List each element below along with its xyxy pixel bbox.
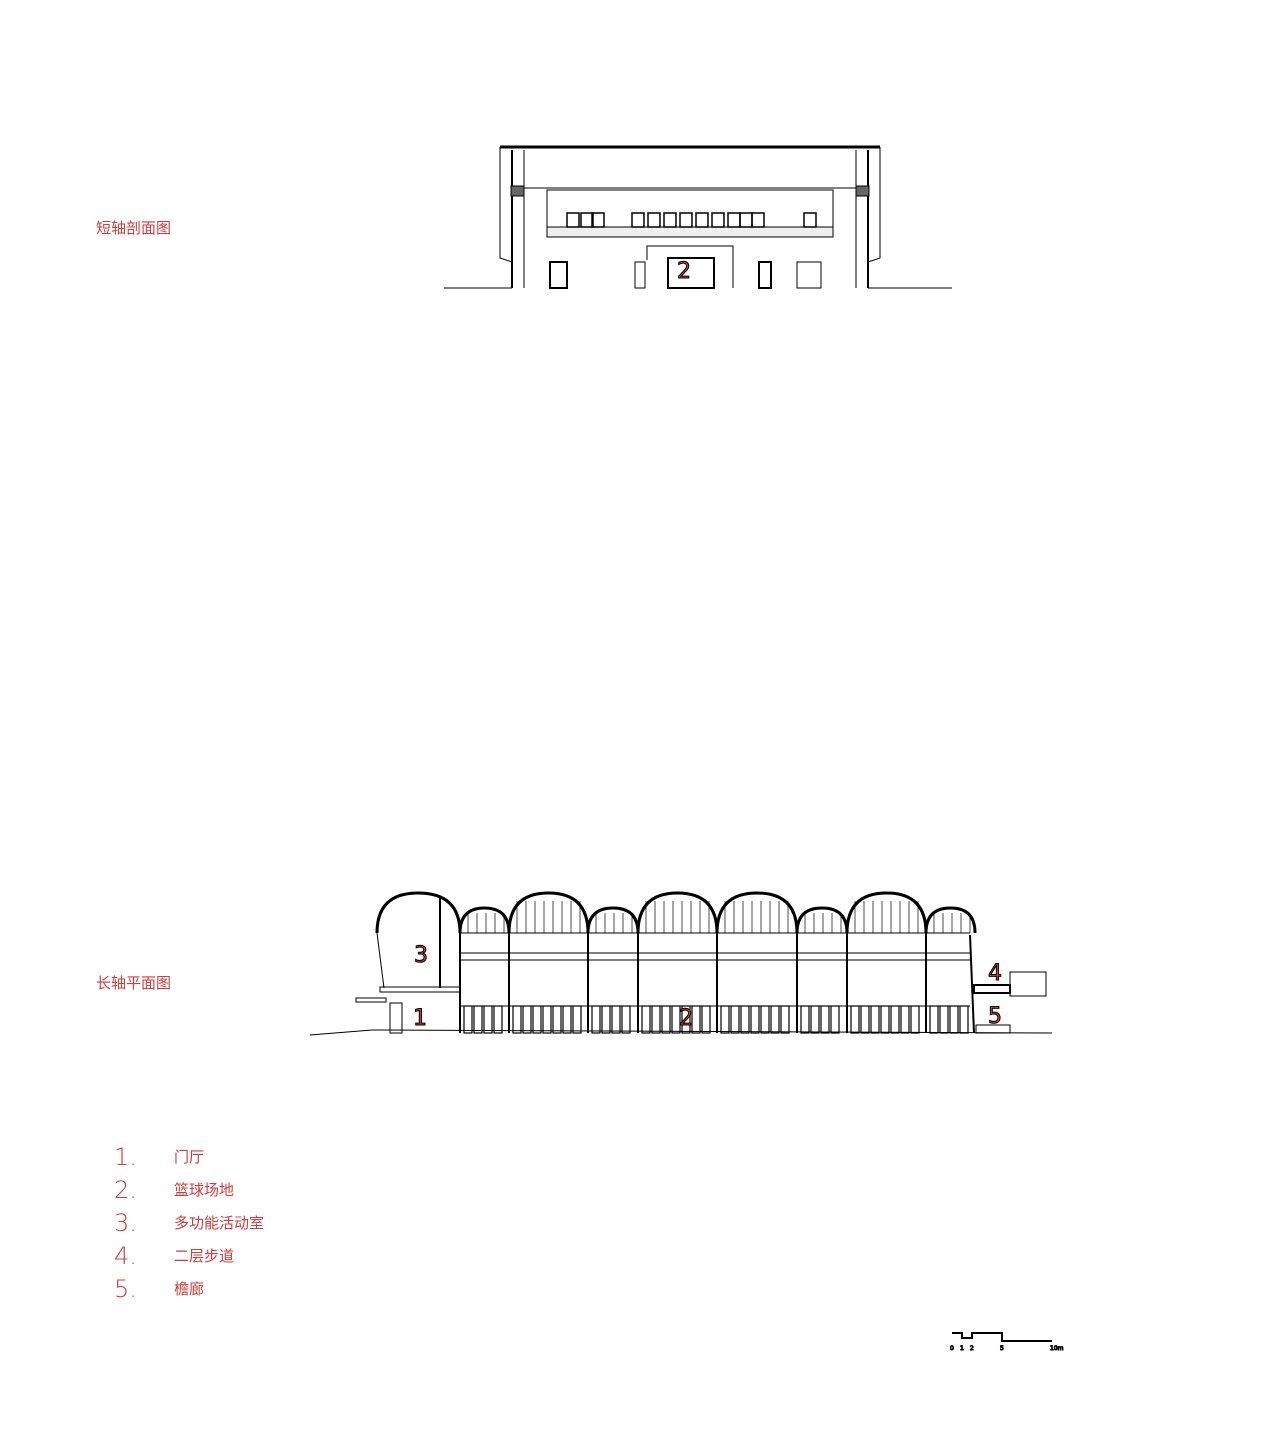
long-section-title: 长轴平面图 [96, 974, 172, 992]
scale-tick: 10m [1050, 1345, 1064, 1352]
scale-tick: 0 [950, 1345, 954, 1352]
room-tag-3: 3 [414, 943, 428, 968]
room-tag-2-short: 2 [677, 259, 691, 284]
legend-item: 4.二层步道 [114, 1241, 235, 1270]
legend: 1.门厅 2.篮球场地 3.多功能活动室 4.二层步道 5.檐廊 [114, 1140, 264, 1305]
legend-item: 1.门厅 [114, 1142, 205, 1171]
room-tag-4: 4 [988, 961, 1002, 986]
scale-tick: 1 [960, 1345, 964, 1352]
legend-item: 2.篮球场地 [114, 1175, 235, 1204]
legend-item: 5.檐廊 [114, 1274, 205, 1303]
room-tag-1: 1 [413, 1006, 427, 1031]
scale-tick: 2 [970, 1345, 974, 1352]
long-axis-section [309, 891, 1053, 1036]
scale-bar [952, 1332, 1052, 1342]
room-tag-5: 5 [988, 1004, 1002, 1029]
room-tag-2: 2 [679, 1006, 693, 1031]
scale-tick: 5 [1000, 1345, 1004, 1352]
legend-item: 3.多功能活动室 [114, 1208, 265, 1237]
short-section-title: 短轴剖面图 [96, 219, 172, 237]
short-axis-section [444, 145, 952, 289]
